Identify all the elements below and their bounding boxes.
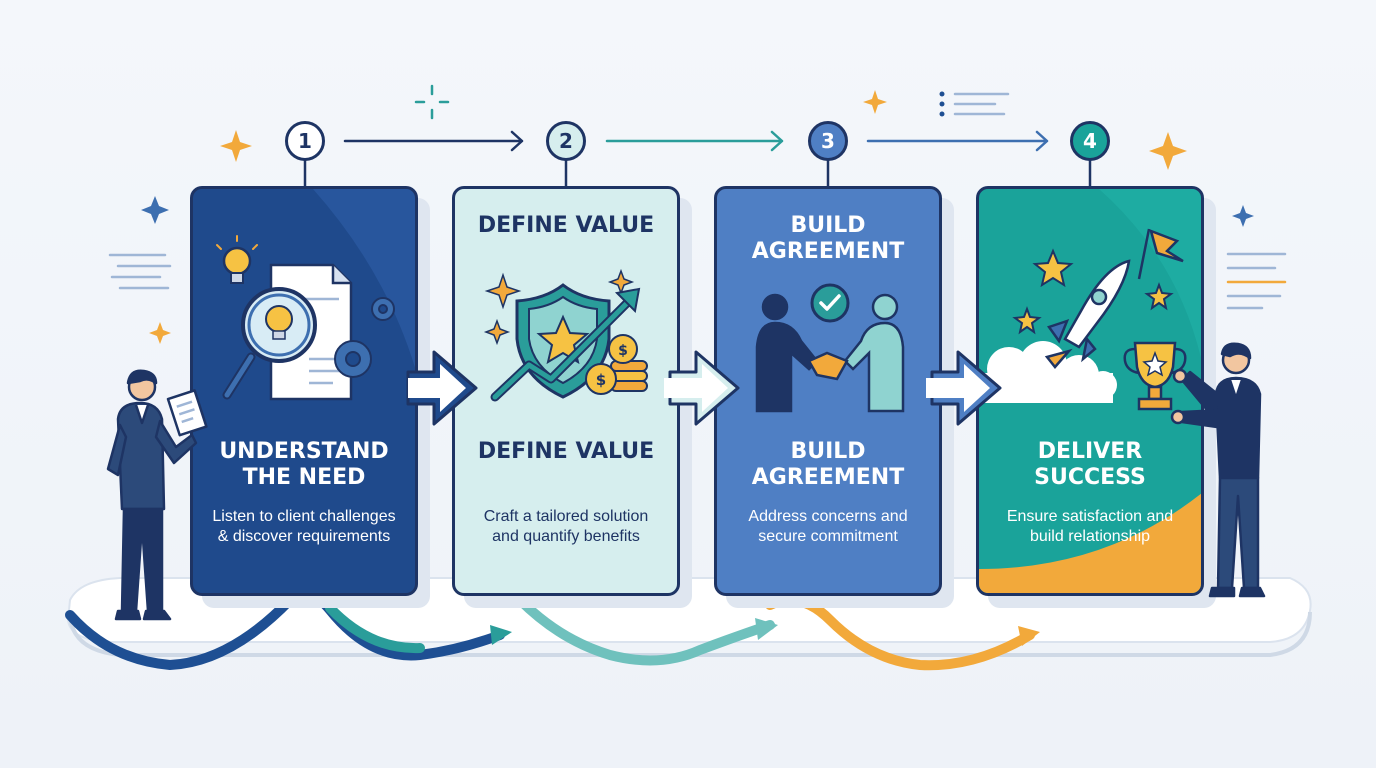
- step-4-badge: 4: [1070, 121, 1110, 161]
- step-2-description: Craft a tailored solution and quantify b…: [483, 508, 649, 545]
- handshake-icon: [755, 293, 905, 413]
- step-2-badge: 2: [546, 121, 586, 161]
- svg-text:$: $: [618, 343, 628, 359]
- step-3-heading: BUILD AGREEMENT: [751, 439, 905, 490]
- flow-ribbon-teal: [515, 595, 775, 666]
- top-arrows: [303, 130, 1092, 187]
- sparkle-icon: [149, 90, 1187, 344]
- coins-icon: $ $: [585, 334, 648, 395]
- step-2-title: DEFINE VALUE: [477, 213, 655, 238]
- step-3-number: 3: [821, 129, 835, 153]
- lightbulb-icon: [216, 235, 258, 284]
- step-4-description: Ensure satisfaction and build relationsh…: [1006, 508, 1174, 545]
- arrow-2-3: [664, 350, 740, 426]
- step-1-heading: UNDERSTAND THE NEED: [219, 439, 389, 490]
- step-3-card: BUILD AGREEMENT BUILD AGREEMENT Address …: [714, 186, 942, 596]
- svg-text:$: $: [596, 371, 606, 389]
- step-3-badge: 3: [808, 121, 848, 161]
- step-4-heading: DELIVER SUCCESS: [1034, 439, 1146, 490]
- rocket-icon: [1044, 259, 1131, 369]
- step-4-number: 4: [1083, 129, 1097, 153]
- person-right: [1170, 342, 1266, 598]
- trend-arrow-icon: [490, 287, 641, 402]
- gear-icon: [334, 297, 395, 378]
- step-1-badge: 1: [285, 121, 325, 161]
- step-1-card: UNDERSTAND THE NEED Listen to client cha…: [190, 186, 418, 596]
- magnifier-icon: [222, 287, 317, 400]
- star-icon: [1012, 248, 1174, 335]
- flag-icon: [1137, 228, 1184, 280]
- checkmark-icon: [810, 283, 850, 323]
- step-4-card: DELIVER SUCCESS Ensure satisfaction and …: [976, 186, 1204, 596]
- person-left: [106, 369, 208, 621]
- cloud-icon: [979, 341, 1117, 403]
- step-2-card: DEFINE VALUE: [452, 186, 680, 596]
- step-3-title: BUILD AGREEMENT: [751, 213, 905, 264]
- step-1-number: 1: [298, 129, 312, 153]
- arrow-3-4: [926, 350, 1002, 426]
- arrow-1-2: [406, 350, 478, 426]
- step-3-description: Address concerns and secure commitment: [748, 508, 908, 545]
- step-2-heading: DEFINE VALUE: [477, 439, 655, 464]
- step-2-number: 2: [559, 129, 573, 153]
- step-1-description: Listen to client challenges & discover r…: [212, 508, 396, 545]
